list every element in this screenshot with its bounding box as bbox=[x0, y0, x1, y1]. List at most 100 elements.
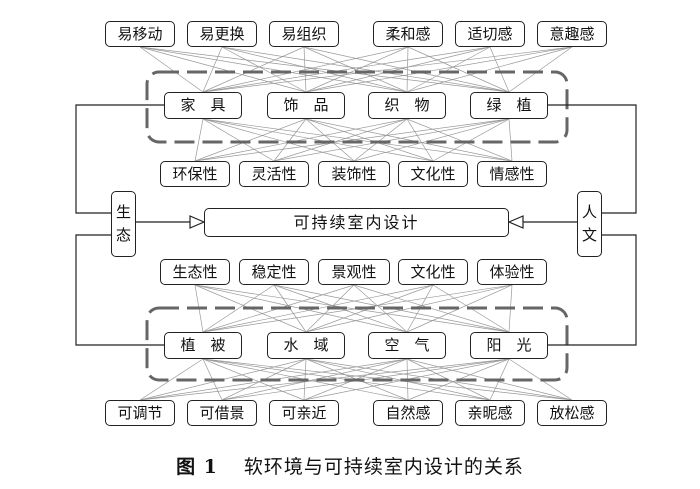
ecology-label-box: 生 态 bbox=[111, 191, 136, 257]
decor-property-box: 环保性 bbox=[160, 161, 230, 187]
right-arrow-head bbox=[507, 215, 524, 229]
connector-line bbox=[194, 118, 307, 162]
connector-line bbox=[202, 118, 434, 162]
connector-line bbox=[139, 46, 204, 93]
connector-line bbox=[194, 118, 510, 162]
connector-line bbox=[194, 118, 204, 162]
env-dashed-group bbox=[145, 306, 569, 382]
top-connector-lines bbox=[139, 46, 573, 162]
env-item-box: 空 气 bbox=[368, 332, 446, 359]
connector-line bbox=[202, 118, 513, 162]
connector-line bbox=[273, 118, 307, 162]
decor-item-box: 家 具 bbox=[164, 92, 242, 119]
top-attribute-box: 易组织 bbox=[269, 21, 339, 47]
connector-line bbox=[305, 358, 491, 401]
env-property-box: 稳定性 bbox=[239, 259, 309, 285]
connector-line bbox=[202, 46, 491, 93]
connector-line bbox=[202, 358, 305, 401]
connector-line bbox=[202, 46, 573, 93]
connector-line bbox=[303, 46, 408, 93]
connector-line bbox=[353, 118, 510, 162]
decor-property-box: 文化性 bbox=[398, 161, 468, 187]
connector-line bbox=[139, 46, 307, 93]
decor-property-box: 灵活性 bbox=[239, 161, 309, 187]
top-attribute-box: 易更换 bbox=[187, 21, 257, 47]
connector-line bbox=[305, 118, 434, 162]
connector-line bbox=[273, 118, 408, 162]
decor-dashed-group bbox=[145, 70, 569, 144]
figure-number: 图 1 bbox=[176, 456, 218, 478]
connector-line bbox=[202, 118, 355, 162]
connector-line bbox=[221, 46, 510, 93]
connector-line bbox=[353, 284, 510, 333]
decor-item-box: 织 物 bbox=[368, 92, 446, 119]
bottom-attribute-box: 可亲近 bbox=[269, 400, 339, 426]
left-arrow-head bbox=[189, 215, 206, 229]
env-property-box: 体验性 bbox=[477, 259, 547, 285]
connector-line bbox=[303, 46, 510, 93]
env-property-box: 景观性 bbox=[318, 259, 390, 285]
connector-line bbox=[406, 46, 573, 93]
env-item-box: 植 被 bbox=[164, 332, 242, 359]
connector-line bbox=[406, 118, 513, 162]
decor-property-box: 装饰性 bbox=[318, 161, 390, 187]
top-attribute-box: 柔和感 bbox=[373, 21, 443, 47]
sustainable-design-box: 可持续室内设计 bbox=[204, 208, 509, 237]
decor-item-box: 饰 品 bbox=[267, 92, 345, 119]
top-attribute-box: 易移动 bbox=[105, 21, 175, 47]
bottom-attribute-box: 放松感 bbox=[537, 400, 607, 426]
connector-line bbox=[305, 46, 491, 93]
connector-line bbox=[202, 118, 275, 162]
decor-item-box: 绿 植 bbox=[470, 92, 548, 119]
humanity-label-box: 人 文 bbox=[577, 191, 602, 257]
connector-line bbox=[194, 284, 510, 333]
connector-line bbox=[194, 118, 408, 162]
bottom-attribute-box: 自然感 bbox=[373, 400, 443, 426]
connector-line bbox=[353, 118, 408, 162]
humanity-label-char: 人 bbox=[581, 203, 597, 222]
connector-line bbox=[202, 46, 305, 93]
decor-property-box: 情感性 bbox=[477, 161, 547, 187]
env-property-box: 生态性 bbox=[160, 259, 230, 285]
connector-line bbox=[305, 46, 409, 93]
connector-line bbox=[406, 46, 491, 93]
right-flow-lines bbox=[521, 104, 637, 346]
figure-caption: 图 1 软环境与可持续室内设计的关系 bbox=[0, 452, 700, 479]
connector-line bbox=[221, 358, 510, 401]
connector-line bbox=[139, 46, 408, 93]
connector-line bbox=[406, 284, 513, 333]
connector-line bbox=[139, 46, 510, 93]
connector-line bbox=[489, 46, 510, 93]
top-attribute-box: 意趣感 bbox=[537, 21, 607, 47]
env-item-box: 水 域 bbox=[267, 332, 345, 359]
connector-line bbox=[508, 46, 573, 93]
top-attribute-box: 适切感 bbox=[455, 21, 525, 47]
bottom-attribute-box: 可调节 bbox=[105, 400, 175, 426]
ecology-label-char: 态 bbox=[115, 225, 131, 244]
figure-title: 软环境与可持续室内设计的关系 bbox=[243, 456, 524, 478]
env-item-box: 阳 光 bbox=[470, 332, 548, 359]
humanity-label-char: 文 bbox=[581, 225, 597, 244]
connector-line bbox=[273, 118, 510, 162]
connector-line bbox=[202, 284, 275, 333]
connector-line bbox=[139, 358, 204, 401]
connector-line bbox=[305, 284, 513, 333]
connector-line bbox=[407, 46, 510, 93]
connector-line bbox=[406, 46, 409, 93]
connector-line bbox=[305, 118, 513, 162]
left-flow-lines bbox=[75, 104, 192, 346]
connector-line bbox=[305, 46, 573, 93]
connector-line bbox=[305, 118, 355, 162]
connector-line bbox=[221, 46, 408, 93]
ecology-label-char: 生 bbox=[115, 203, 131, 222]
bottom-attribute-box: 亲昵感 bbox=[455, 400, 525, 426]
connector-line bbox=[221, 46, 307, 93]
connector-line bbox=[406, 118, 434, 162]
env-property-box: 文化性 bbox=[398, 259, 468, 285]
connector-line bbox=[202, 46, 223, 93]
connector-line bbox=[221, 358, 408, 401]
connector-line bbox=[508, 118, 513, 162]
connector-line bbox=[406, 358, 491, 401]
connector-line bbox=[353, 284, 408, 333]
